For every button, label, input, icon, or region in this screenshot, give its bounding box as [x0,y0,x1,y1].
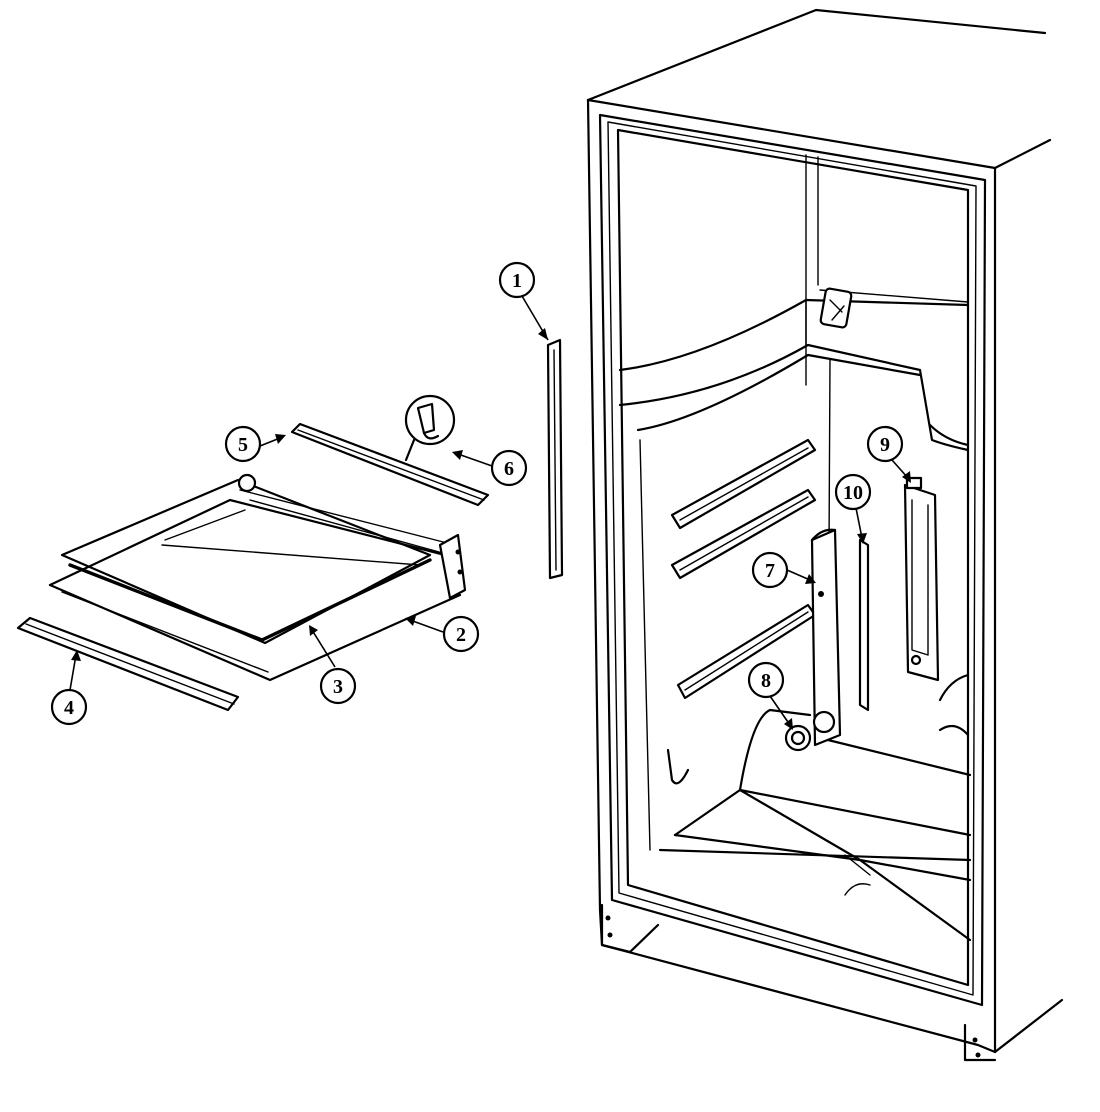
callout-2: 2 [442,615,480,653]
callout-8: 8 [747,661,785,699]
front-trim [16,616,240,712]
shelf-support-rails [670,438,817,700]
callout-5-label: 5 [238,434,248,456]
callout-4: 4 [50,688,88,726]
part-7-bracket [810,528,842,747]
callout-2-label: 2 [456,624,466,646]
callout-10-label: 10 [843,482,863,504]
callout-3-label: 3 [333,676,343,698]
callout-9: 9 [866,425,904,463]
callout-7-label: 7 [765,560,775,582]
callout-1-label: 1 [512,270,522,292]
callout-1: 1 [498,261,536,299]
part-9-plate [903,476,940,682]
callout-10: 10 [834,473,872,511]
refrigerator-cabinet [586,8,1064,1062]
callout-8-label: 8 [761,670,771,692]
part-6-detail [404,394,456,462]
part-10-strip [858,538,870,712]
shelf-assembly [16,422,490,712]
callout-6: 6 [490,449,528,487]
callout-7: 7 [751,551,789,589]
callout-6-label: 6 [504,458,514,480]
callout-3: 3 [319,667,357,705]
part-8-bulb [784,724,812,752]
part-1-strip [546,338,564,580]
leader-lines [69,295,911,730]
callout-4-label: 4 [64,697,74,719]
callout-9-label: 9 [880,434,890,456]
callout-5: 5 [224,425,262,463]
